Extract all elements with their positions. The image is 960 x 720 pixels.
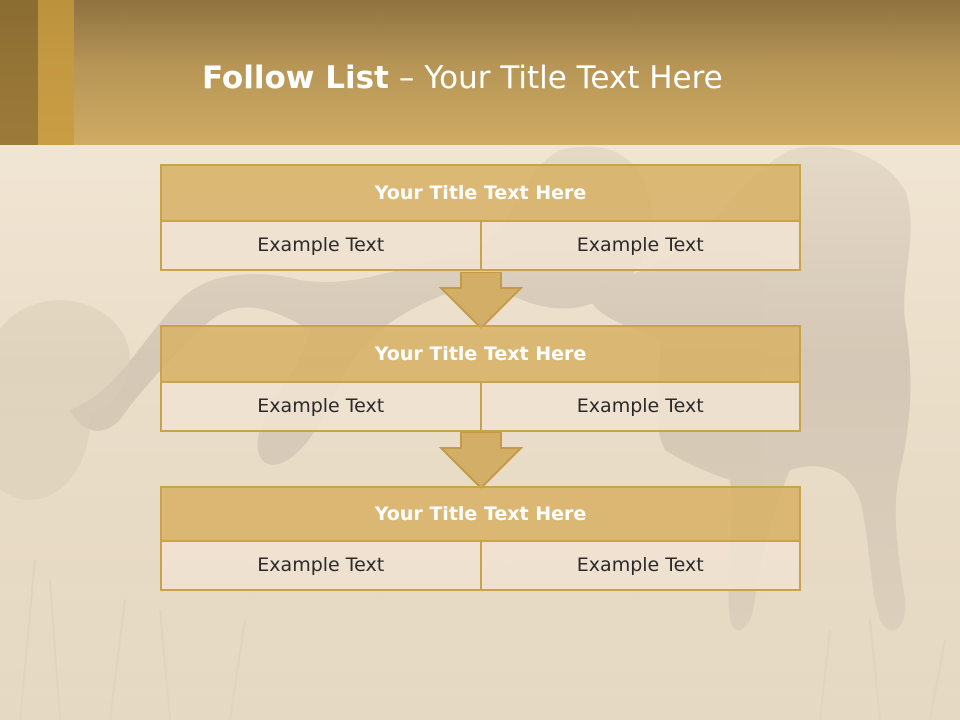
header-accent-stripe xyxy=(38,0,74,145)
block-title: Your Title Text Here xyxy=(160,164,801,222)
block-row: Example Text Example Text xyxy=(160,542,801,591)
block-cell-right: Example Text xyxy=(479,383,801,432)
block-row: Example Text Example Text xyxy=(160,383,801,432)
list-block: Your Title Text Here Example Text Exampl… xyxy=(160,486,801,591)
block-title: Your Title Text Here xyxy=(160,325,801,383)
page-title-bold: Follow List xyxy=(202,60,389,96)
block-cell-left: Example Text xyxy=(160,383,482,432)
list-block: Your Title Text Here Example Text Exampl… xyxy=(160,325,801,432)
block-title: Your Title Text Here xyxy=(160,486,801,542)
down-arrow-icon xyxy=(439,432,523,490)
block-row: Example Text Example Text xyxy=(160,222,801,271)
page-title-separator: – xyxy=(398,60,415,96)
down-arrow-icon xyxy=(439,272,523,330)
header-accent-stripe xyxy=(0,0,38,145)
block-cell-left: Example Text xyxy=(160,542,482,591)
header-band: Follow List–Your Title Text Here xyxy=(0,0,960,145)
block-cell-right: Example Text xyxy=(479,222,801,271)
page-title: Follow List–Your Title Text Here xyxy=(202,56,723,100)
list-block: Your Title Text Here Example Text Exampl… xyxy=(160,164,801,271)
page-title-rest: Your Title Text Here xyxy=(424,60,723,96)
block-cell-left: Example Text xyxy=(160,222,482,271)
block-cell-right: Example Text xyxy=(479,542,801,591)
